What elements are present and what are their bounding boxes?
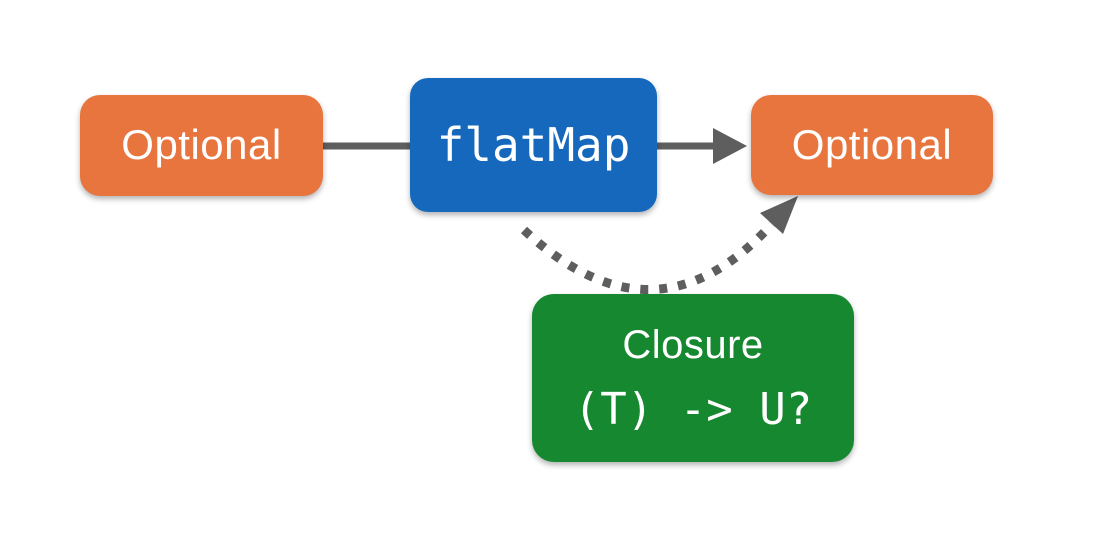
node-closure: Closure (T) -> U? [532, 294, 854, 462]
node-optional-input: Optional [80, 95, 323, 196]
node-closure-signature: (T) -> U? [573, 383, 813, 435]
edge-flatmap-to-output [657, 128, 747, 164]
node-optional-input-label: Optional [121, 121, 282, 169]
edge-closure-curve-path [520, 220, 776, 294]
node-closure-label: Closure [622, 322, 764, 367]
node-optional-output: Optional [751, 95, 993, 195]
curved-arrowhead-icon [760, 196, 798, 234]
node-flatmap: flatMap [410, 78, 657, 212]
edge-closure-curve [520, 196, 798, 294]
node-flatmap-label: flatMap [436, 117, 631, 172]
arrowhead-icon [713, 128, 747, 164]
node-optional-output-label: Optional [791, 120, 953, 168]
